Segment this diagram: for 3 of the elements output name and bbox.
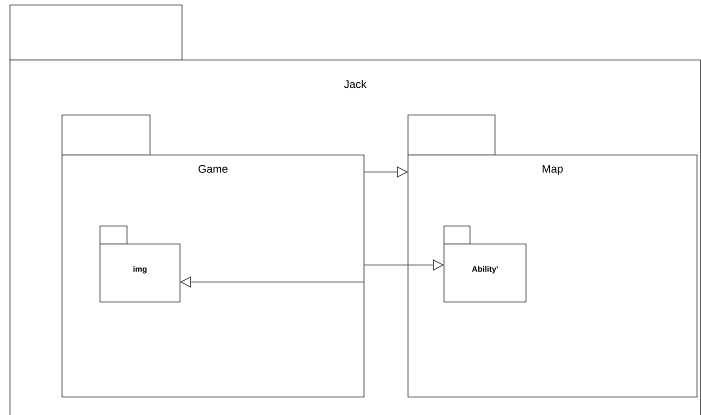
node-label: Jack (344, 80, 367, 88)
package-box: Ability' (444, 226, 526, 302)
package-box: img (100, 226, 180, 302)
